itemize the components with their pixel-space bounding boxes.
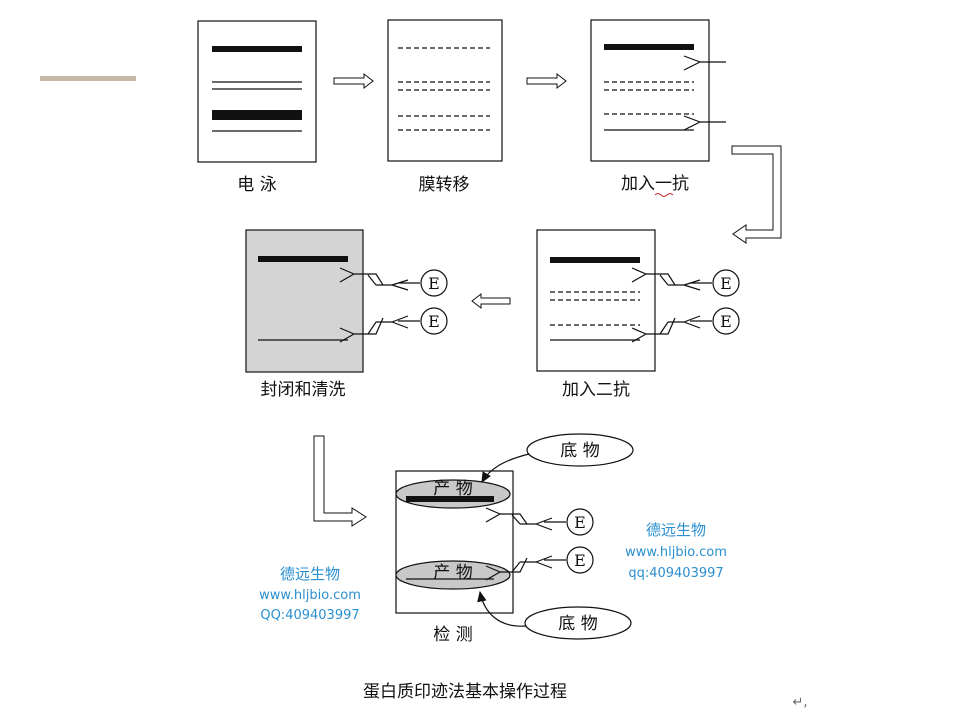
arrow-hollow-bent-down-right (313, 435, 367, 527)
substrate-ellipse (524, 606, 632, 640)
antibody-complex-icon (631, 267, 712, 343)
paragraph-mark: ↵, (792, 695, 807, 710)
svg-text:德远生物: 德远生物 (646, 521, 706, 539)
enzyme-label: E (574, 513, 586, 532)
svg-text:www.hljbio.com: www.hljbio.com (625, 545, 727, 560)
enzyme-circle (420, 307, 448, 335)
enzyme-label: E (574, 551, 586, 570)
svg-text:qq:409403997: qq:409403997 (628, 566, 723, 581)
enzyme-label: E (720, 312, 732, 331)
arrow-hollow-right (333, 72, 374, 90)
label-blocking-washing: 封闭和清洗 (261, 380, 346, 400)
figure-caption: 蛋白质印迹法基本操作过程 (363, 682, 567, 702)
panel-detection (395, 470, 514, 614)
enzyme-circle (712, 307, 740, 335)
enzyme-label: E (720, 274, 732, 293)
enzyme-circle (566, 508, 594, 536)
spellcheck-underline (654, 193, 674, 197)
substrate-label: 底 物 (558, 614, 597, 634)
substrate-arrow (477, 590, 527, 627)
panel-blocking-washing (245, 229, 364, 373)
label-transfer: 膜转移 (419, 175, 470, 195)
accent-bar (40, 76, 136, 81)
arrow-hollow-left (471, 292, 511, 310)
enzyme-circle (420, 269, 448, 297)
antibody-complex-icon (339, 267, 420, 343)
panel-transfer (387, 19, 503, 162)
enzyme-label: E (428, 274, 440, 293)
watermark-left: 德远生物 www.hljbio.com QQ:409403997 (259, 565, 361, 623)
watermark-right: 德远生物 www.hljbio.com qq:409403997 (625, 521, 727, 581)
primary-antibody-icon (683, 55, 726, 131)
svg-text:www.hljbio.com: www.hljbio.com (259, 588, 361, 603)
label-secondary-antibody: 加入二抗 (562, 380, 630, 400)
label-detection: 检 测 (433, 625, 472, 645)
product-label: 产 物 (433, 479, 472, 499)
enzyme-circle (566, 546, 594, 574)
product-label: 产 物 (433, 563, 472, 583)
label-electrophoresis: 电 泳 (237, 175, 276, 195)
antibody-complex-icon (485, 507, 566, 581)
substrate-ellipse (526, 433, 634, 467)
svg-text:QQ:409403997: QQ:409403997 (260, 608, 359, 623)
arrow-hollow-bent-down-left (731, 145, 782, 244)
panel-secondary-antibody (536, 229, 656, 372)
substrate-arrow (481, 453, 530, 484)
enzyme-label: E (428, 312, 440, 331)
panel-electrophoresis (197, 20, 317, 163)
svg-text:德远生物: 德远生物 (280, 565, 340, 583)
panel-primary-antibody (590, 19, 710, 162)
label-primary-antibody: 加入一抗 (621, 174, 689, 194)
enzyme-circle (712, 269, 740, 297)
product-ellipse (395, 560, 511, 590)
arrow-hollow-right (526, 72, 567, 90)
substrate-label: 底 物 (560, 441, 599, 461)
